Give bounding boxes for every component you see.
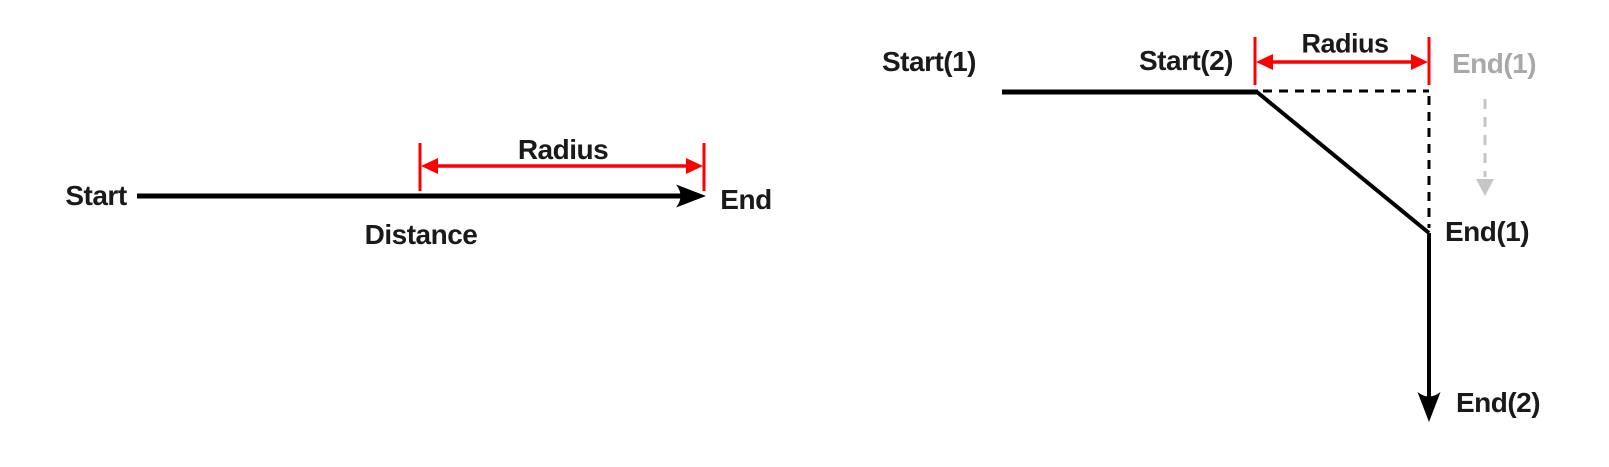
radius-measure-left-arrowhead-icon: [1256, 54, 1273, 70]
right-end1-ghost-label: End(1): [1451, 48, 1537, 79]
right-bent-path-diagram: [1002, 37, 1494, 422]
right-start2-label: Start(2): [1138, 45, 1234, 76]
radius-measure-right-arrowhead-icon: [686, 158, 703, 174]
left-radius-label: Radius: [517, 134, 609, 165]
segment2-arrowhead-icon: [1417, 392, 1441, 422]
right-start1-label: Start(1): [881, 46, 977, 77]
left-distance-diagram: [137, 143, 706, 208]
right-end1-label: End(1): [1444, 216, 1530, 247]
trimmed-diagonal-line: [1255, 90, 1431, 235]
right-radius-label: Radius: [1301, 28, 1389, 59]
distance-arrowhead-icon: [676, 184, 706, 208]
radius-measure-right-arrowhead-icon: [1411, 54, 1428, 70]
radius-measure-left-arrowhead-icon: [421, 158, 438, 174]
left-start-label: Start: [65, 180, 127, 211]
left-distance-label: Distance: [364, 219, 478, 250]
right-end2-label: End(2): [1455, 387, 1541, 418]
ghost-drop-arrowhead-icon: [1476, 179, 1494, 196]
left-end-label: End: [720, 184, 772, 215]
